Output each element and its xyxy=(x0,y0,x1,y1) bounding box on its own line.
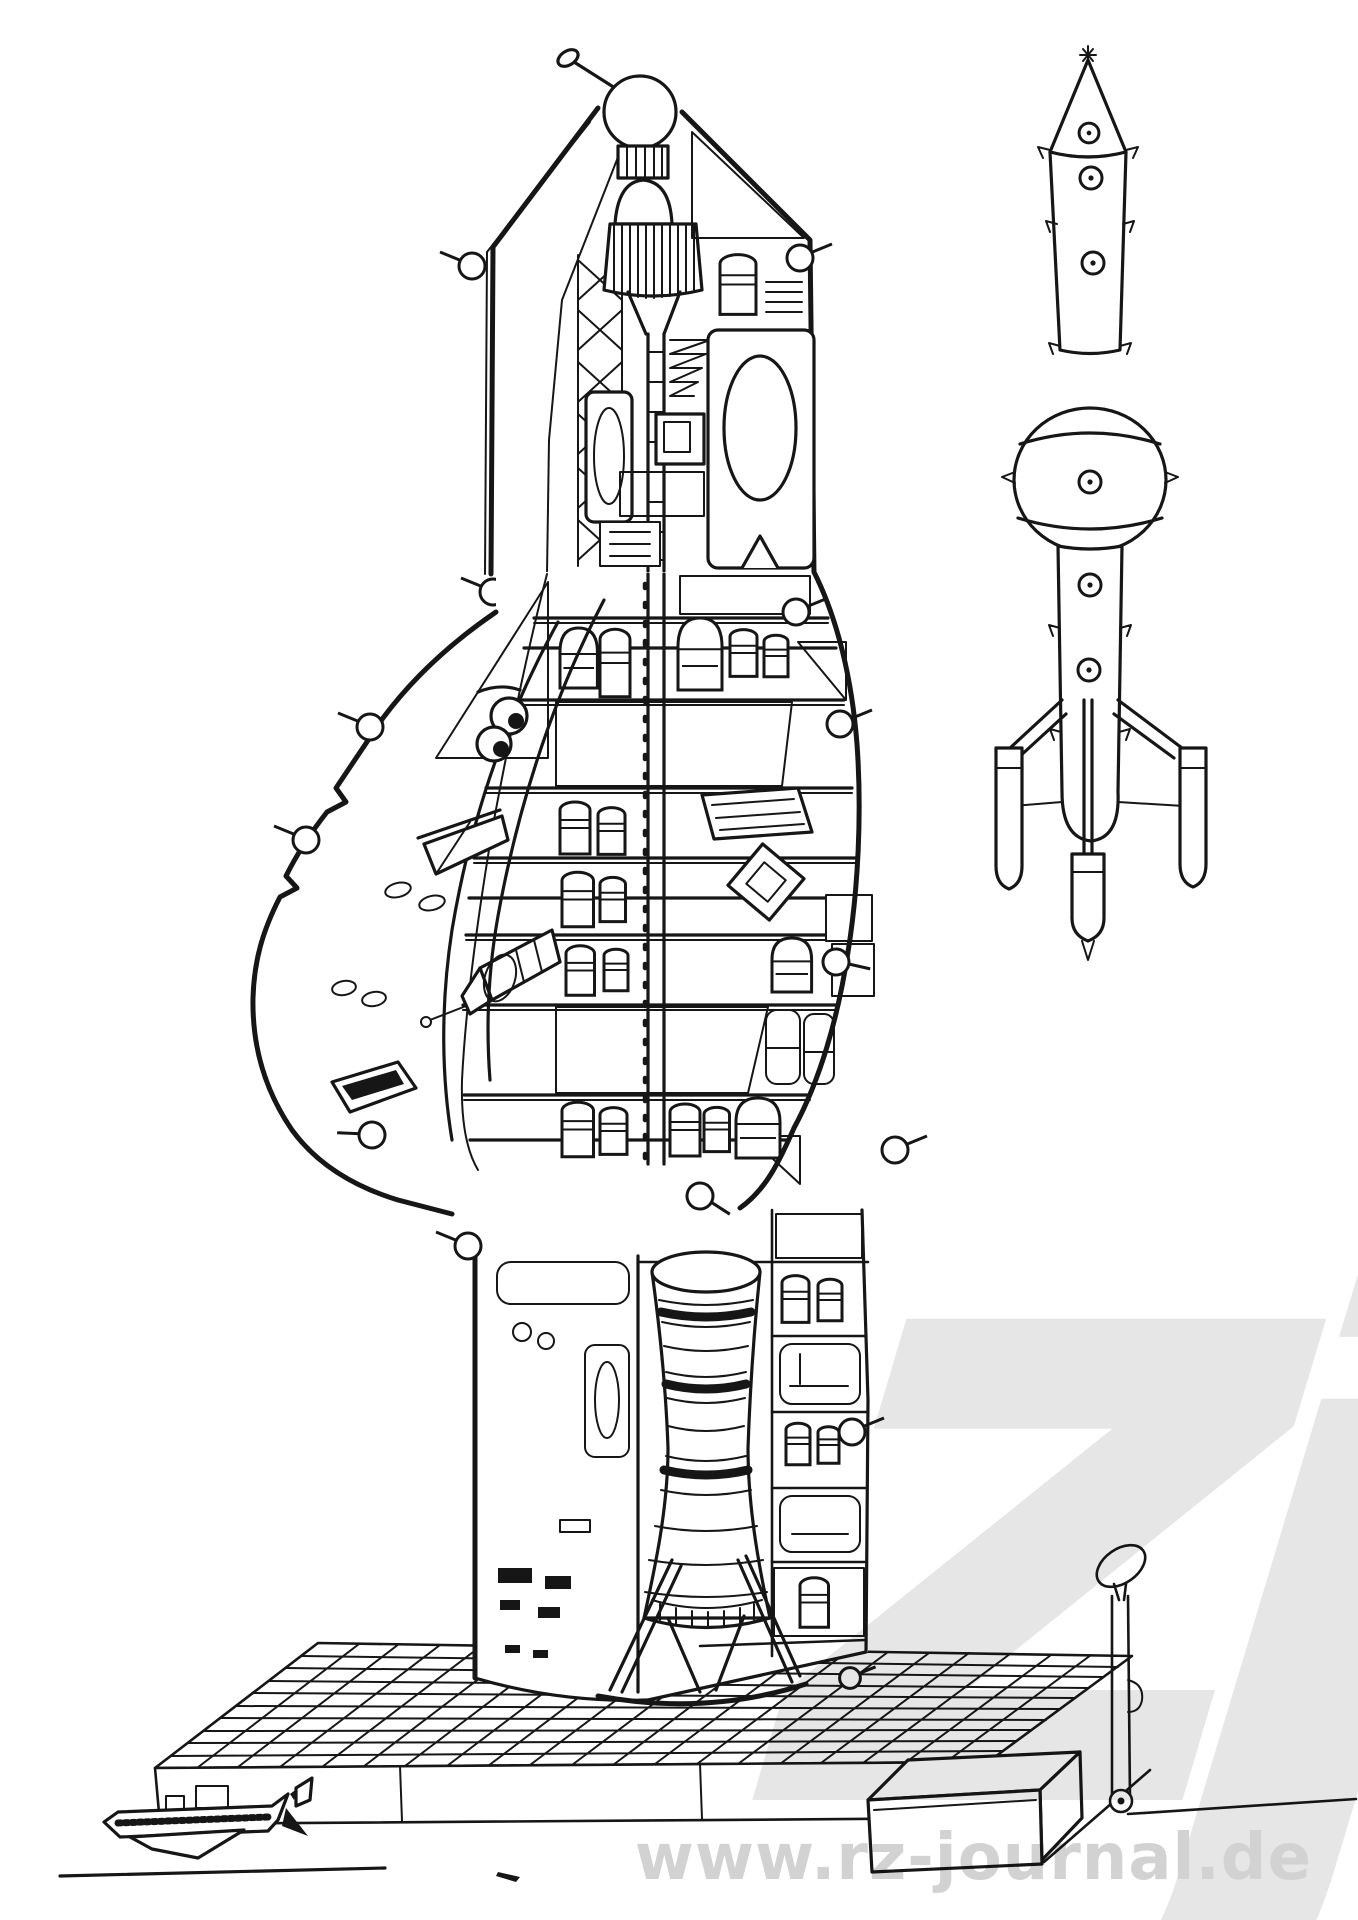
boat-funnel xyxy=(195,1785,229,1809)
ball-collar xyxy=(616,144,670,180)
tender-boat xyxy=(102,1776,314,1860)
crate-seam xyxy=(873,1799,1037,1811)
rocket-center-nozzle xyxy=(1070,852,1106,943)
engine-support-legs xyxy=(608,1554,802,1694)
lower-column xyxy=(434,1208,886,1707)
column-porthole-2 xyxy=(537,1332,555,1350)
tower-hatch-bay xyxy=(619,471,705,517)
platform-face-seams xyxy=(399,1763,703,1822)
tower-coil xyxy=(765,281,803,313)
machine-funnel xyxy=(626,290,682,336)
tower-cut-edge xyxy=(546,151,621,575)
sphere-cut-arc xyxy=(460,573,548,1171)
lamp-post xyxy=(1095,1543,1147,1814)
sphere-outline-left xyxy=(250,609,499,1217)
engine-shadow-arc xyxy=(595,1681,809,1707)
porthole-row xyxy=(384,881,412,899)
deck-grating-upper xyxy=(555,701,793,787)
tower-stairs xyxy=(669,339,711,397)
column-porthole-1 xyxy=(512,1322,532,1342)
floodlight-head-icon xyxy=(1095,1543,1147,1589)
machine-dome xyxy=(613,178,674,226)
column-panel-top xyxy=(496,1261,630,1305)
upper-tower xyxy=(438,48,834,607)
deck-grating-lower xyxy=(555,1006,769,1094)
tower-lattice-triangle xyxy=(691,131,805,239)
lamp-post-hook xyxy=(1127,1679,1144,1713)
column-vents xyxy=(498,1568,571,1658)
lamp-wheel-hub xyxy=(1117,1797,1125,1805)
hull-sphere xyxy=(250,569,929,1232)
sphere-outline-right xyxy=(737,569,862,1211)
hangar-bay xyxy=(416,808,510,876)
antenna-cap xyxy=(556,48,580,68)
oval-window xyxy=(722,354,798,502)
crate-front xyxy=(866,1788,1044,1874)
platform-grid-cols xyxy=(196,1643,1092,1769)
boat-keel xyxy=(128,1828,246,1860)
lamp-post-pole xyxy=(1110,1594,1132,1808)
rocket-right-pod xyxy=(1178,746,1208,889)
watermark-url: www.rz-journal.de xyxy=(635,1821,1312,1895)
ground-line-right xyxy=(1126,1797,1358,1816)
cabin-room-2 xyxy=(803,1013,835,1085)
porthole-eyes xyxy=(475,685,529,763)
central-shaft xyxy=(646,572,666,1166)
rocket-star-tip-icon xyxy=(1079,45,1097,65)
tower-left-inner xyxy=(484,121,591,575)
rocket-bulge-nubs xyxy=(1001,471,1179,484)
left-oval-panel xyxy=(584,390,634,524)
launch-platform xyxy=(58,1641,1358,1882)
lamp-neck xyxy=(1112,1582,1128,1602)
boat-pennant xyxy=(282,1808,308,1836)
rocket-lower-nubs xyxy=(1048,624,1132,741)
antenna-ball xyxy=(602,74,678,150)
tower-left-edge xyxy=(488,105,601,577)
antenna-mast xyxy=(572,60,617,90)
oval-panel-notch xyxy=(740,534,780,570)
hull-grille xyxy=(482,953,518,1003)
rocket-bulge-seams xyxy=(1016,431,1164,531)
rocket-left-pod xyxy=(994,746,1024,891)
column-cabin-2 xyxy=(779,1495,861,1553)
rocket-lower-body xyxy=(1056,544,1124,843)
hull-seam-arc-2 xyxy=(486,598,606,1082)
ground-line-left xyxy=(58,1866,387,1878)
boat-hull-band xyxy=(114,1813,272,1827)
crate-ground-diagonal xyxy=(1042,1768,1152,1864)
console-machine xyxy=(700,786,814,841)
column-door-panel xyxy=(584,1344,630,1458)
escort-rocket xyxy=(994,45,1208,961)
boat-rudder xyxy=(294,1776,314,1808)
rocket-leg-struts xyxy=(1008,698,1184,760)
watermark-logo-z: z xyxy=(724,984,1358,1920)
ground-debris xyxy=(496,1872,520,1882)
engine-bell xyxy=(642,1250,772,1630)
eyebrow-seam xyxy=(476,685,522,694)
supply-crate xyxy=(866,1750,1152,1874)
column-right-edge xyxy=(646,1208,870,1702)
watermark-layer: z j www.rz-journal.de xyxy=(635,984,1358,1920)
engine-dark-bands xyxy=(656,1307,756,1480)
rocket-side-nubs xyxy=(1037,146,1139,355)
tilted-machine xyxy=(726,842,806,922)
rocket-center-pipe xyxy=(1082,698,1094,856)
